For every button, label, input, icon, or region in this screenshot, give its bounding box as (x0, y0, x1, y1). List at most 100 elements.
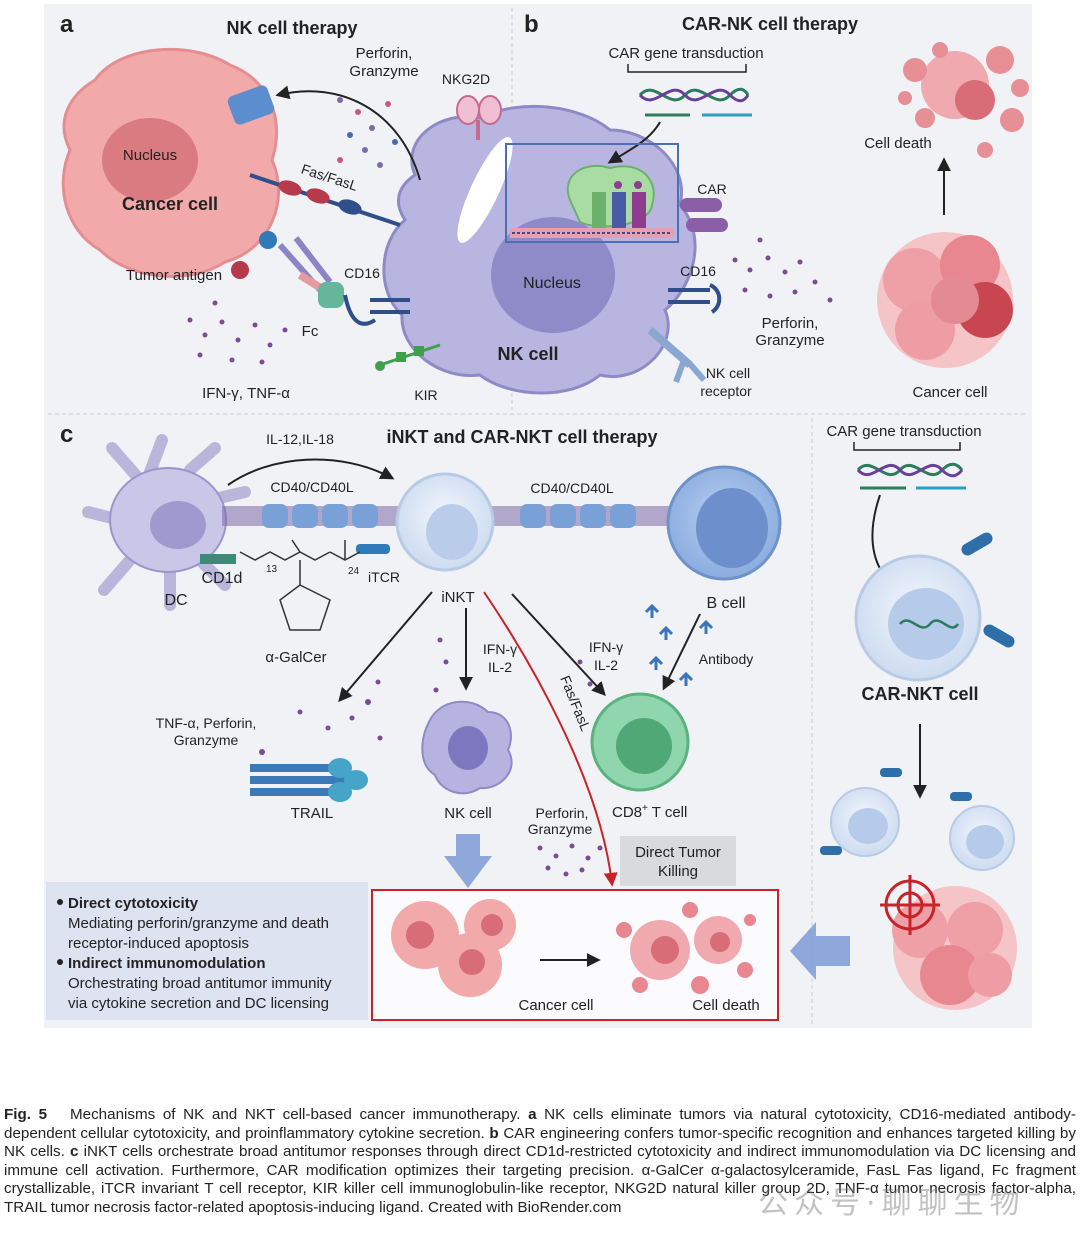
direct-killing-label-2: Killing (658, 863, 698, 880)
caption-a-text: NK cells eliminate tumors via natural cy… (4, 1106, 1076, 1142)
trail-label: TRAIL (291, 805, 334, 822)
ifn-label-a: IFN-γ, TNF-α (202, 385, 290, 402)
b-cell-label: B cell (706, 595, 745, 612)
nk-cell-label-c: NK cell (444, 805, 492, 822)
target-tumor-mass (892, 886, 1017, 1010)
figure-caption: Fig. 5 Mechanisms of NK and NKT cell-bas… (4, 1106, 1076, 1217)
antigen-dot-red (231, 261, 249, 279)
caption-fig-label: Fig. 5 (4, 1106, 48, 1123)
antibody-arrow (662, 613, 701, 691)
inkt-to-cd8-arrow (511, 593, 606, 697)
target-left-arrow (790, 922, 850, 980)
bullet-1-title: Direct cytotoxicity (68, 895, 199, 912)
bullet-1-dot (57, 899, 63, 905)
cell-death-label-c: Cell death (692, 997, 760, 1014)
inkt-label: iNKT (441, 589, 474, 606)
cancer-cell-label-b: Cancer cell (912, 384, 987, 401)
nk-nucleus (491, 217, 615, 333)
bullet-1-line-2: receptor-induced apoptosis (68, 935, 249, 952)
bullet-1-line-1: Mediating perforin/granzyme and death (68, 915, 329, 932)
direct-killing-label-1: Direct Tumor (635, 844, 721, 861)
cd16-label-a: CD16 (344, 265, 380, 281)
cd40-link-left (222, 504, 404, 528)
cd40-label-left: CD40/CD40L (270, 479, 353, 495)
b-cell (666, 465, 782, 581)
fc-region-icon (318, 282, 344, 308)
panel-c-title: iNKT and CAR-NKT cell therapy (386, 427, 657, 447)
nk-granule (457, 137, 513, 243)
cd16-label-b: CD16 (680, 263, 716, 279)
dc-label: DC (164, 592, 187, 609)
bullet-2-line-1: Orchestrating broad antitumor immunity (68, 975, 332, 992)
ifn-right-2: IL-2 (594, 657, 618, 673)
cd16-receptor-b (668, 283, 722, 314)
cd16-receptor-a (343, 294, 410, 326)
ifn-mid-1: IFN-γ (483, 641, 517, 657)
granzyme-label-c: Granzyme (528, 821, 593, 837)
caption-a-letter: a (528, 1106, 537, 1123)
watermark: 公众号·聊聊生物 (758, 1186, 1026, 1221)
caption-b-letter: b (489, 1124, 499, 1142)
perforin-label-a: Perforin, (356, 45, 413, 62)
granzyme-label-b: Granzyme (755, 332, 824, 349)
car-transduction-label-b: CAR gene transduction (608, 45, 763, 62)
car-nkt-cell (854, 532, 1015, 682)
kir-label: KIR (414, 387, 437, 403)
nk-cell-c (421, 700, 513, 795)
fc-label: Fc (302, 323, 319, 340)
perforin-dots-b (732, 237, 833, 303)
antibody-icons (644, 603, 714, 686)
car-receptor-icon (680, 198, 728, 232)
tumor-mass-b (877, 232, 1013, 368)
chain-subscript-24: 24 (348, 566, 360, 577)
kir-receptor-icon (375, 343, 441, 371)
direct-killing-arrow (483, 591, 618, 887)
perforin-granules-a (337, 97, 398, 168)
il-arrow (227, 458, 395, 486)
ifn-mid-2: IL-2 (488, 659, 512, 675)
cancer-nucleus-label: Nucleus (123, 147, 177, 164)
trail-receptor-icon (250, 758, 368, 802)
bullet-2-line-2: via cytokine secretion and DC licensing (68, 995, 329, 1012)
ifn-right-1: IFN-γ (589, 639, 623, 655)
nk-receptor-label-1: NK cell (706, 365, 750, 381)
nk-cell-label-a: NK cell (497, 344, 558, 364)
cancer-cell-label-a: Cancer cell (122, 194, 218, 214)
cancer-cell-a (61, 47, 281, 278)
cd40-link-right (488, 504, 670, 528)
inkt-to-trail-arrow (338, 591, 433, 703)
caption-b-text: CAR engineering confers tumor-specific r… (4, 1124, 1076, 1161)
cancer-cells-c (391, 899, 516, 997)
caption-title: Mechanisms of NK and NKT cell-based canc… (69, 1106, 521, 1123)
nkg2d-receptor-icon (456, 95, 502, 140)
bullet-summary-box (46, 882, 368, 1020)
car-nkt-pair (820, 768, 1015, 871)
cd8-label: CD8+ T cell (612, 803, 687, 821)
perforin-label-c: Perforin, (536, 805, 589, 821)
nk-receptor-icon (647, 326, 707, 384)
cytokine-dots-c (259, 637, 593, 755)
caption-c-text: iNKT cells orchestrate broad antitumor r… (4, 1143, 1076, 1216)
inkt-cell (395, 472, 495, 572)
car-transduction-label-c: CAR gene transduction (826, 423, 981, 440)
car-label: CAR (697, 181, 727, 197)
perforin-label-b: Perforin, (762, 315, 819, 332)
cancer-cell-label-c: Cancer cell (518, 997, 593, 1014)
cd40-label-right: CD40/CD40L (530, 480, 613, 496)
antibody-label: Antibody (699, 651, 753, 667)
cd1d-label: CD1d (202, 570, 243, 587)
dead-cells-c (616, 902, 756, 994)
bullet-2-dot (57, 959, 63, 965)
panel-a-title: NK cell therapy (226, 18, 357, 38)
direct-killing-box (620, 836, 736, 886)
cell-death-label-b: Cell death (864, 135, 932, 152)
transduction-bracket-c (853, 442, 961, 451)
tnf-label-2: Granzyme (174, 732, 239, 748)
fas-fasl-complex-a (249, 173, 401, 227)
antigen-dot-blue (259, 231, 277, 249)
nk-down-arrow (444, 834, 492, 888)
transduction-bracket-b (627, 64, 747, 73)
nkg2d-label: NKG2D (442, 71, 490, 87)
figure-diagram: a NK cell therapy Nucleus Cancer cell Nu… (44, 4, 1032, 1028)
cancer-nucleus (102, 118, 198, 202)
